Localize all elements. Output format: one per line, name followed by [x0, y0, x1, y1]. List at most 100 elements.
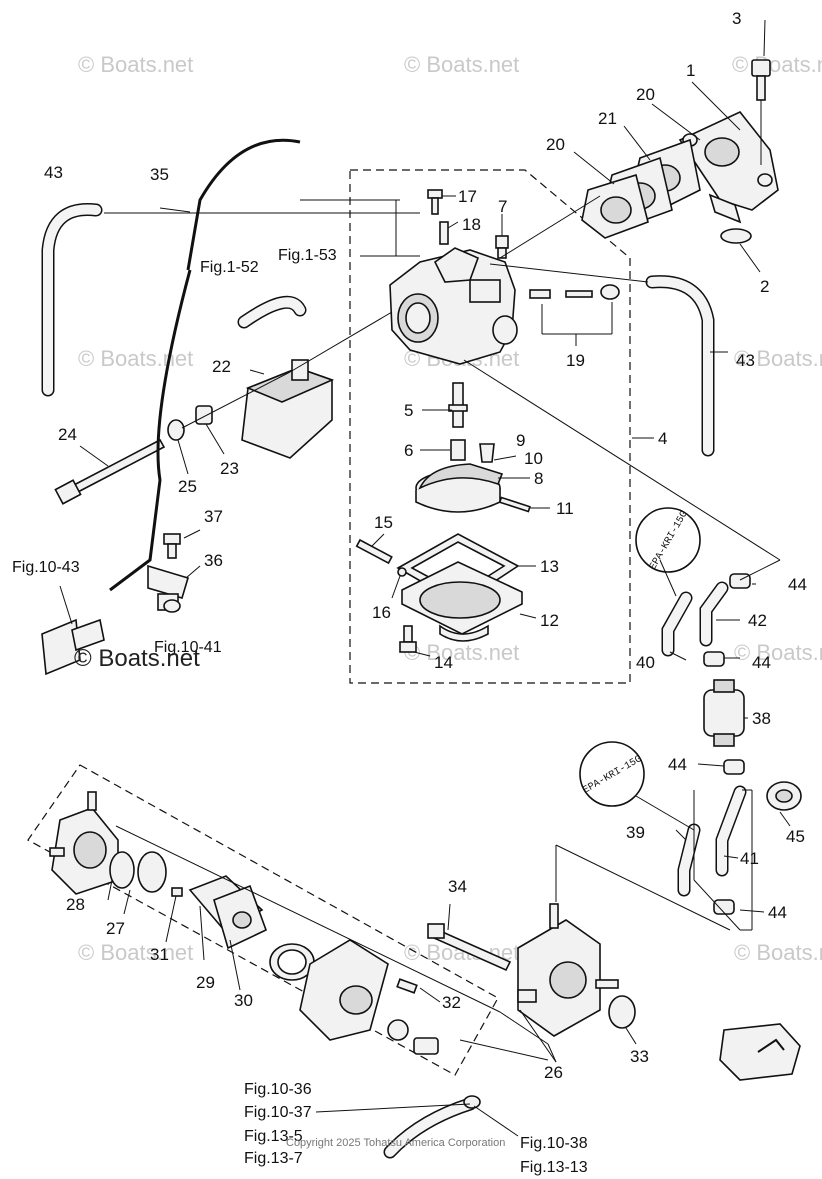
- part-label-30: 30: [234, 991, 253, 1010]
- part-label-29: 29: [196, 973, 215, 992]
- epa-label-lower: EPA-KRI-15G: [579, 741, 645, 807]
- watermark-text: © Boats.net: [734, 346, 822, 371]
- fig-ref-10-36: Fig.10-36: [244, 1081, 312, 1098]
- float-bowl-screw: [399, 625, 417, 653]
- part-label-45: 45: [786, 827, 805, 846]
- fig-ref-10-37: Fig.10-37: [244, 1104, 312, 1121]
- float: [415, 463, 504, 513]
- part-label-44-b: 44: [752, 653, 771, 672]
- part-label-36: 36: [204, 551, 223, 570]
- grommet-small: [163, 599, 181, 613]
- pilot-screw: [355, 538, 393, 565]
- figure-references: Fig.1-52 Fig.1-53 Fig.10-43 Fig.10-41 Fi…: [12, 247, 588, 1176]
- intake-silencer: [241, 359, 335, 459]
- watermark-text: © Boats.net: [404, 640, 519, 665]
- watermark-text: © Boats.net: [404, 52, 519, 77]
- part-label-14: 14: [434, 653, 453, 672]
- carb-screw: [427, 189, 443, 215]
- silencer-bolt: [54, 438, 166, 505]
- choke-cable-lower: [109, 269, 192, 592]
- epa-label-upper: EPA-KRI-15G: [635, 507, 701, 573]
- part-label-44-d: 44: [768, 903, 787, 922]
- pump-bolt: [427, 923, 512, 972]
- float-pin: [498, 496, 531, 513]
- float-bowl: [401, 561, 523, 642]
- part-label-10: 10: [524, 449, 543, 468]
- part-label-16: 16: [372, 603, 391, 622]
- part-label-27: 27: [106, 919, 125, 938]
- leader-lines: [59, 19, 791, 1137]
- part-label-17: 17: [458, 187, 477, 206]
- o-ring: [720, 228, 752, 244]
- part-label-6: 6: [404, 441, 413, 460]
- part-label-44-c: 44: [668, 755, 687, 774]
- float-needle: [479, 443, 495, 463]
- part-label-13: 13: [540, 557, 559, 576]
- part-label-43-left: 43: [44, 163, 63, 182]
- o-ring: [608, 995, 636, 1029]
- part-label-9: 9: [516, 431, 525, 450]
- part-label-4: 4: [658, 429, 667, 448]
- o-ring: [397, 567, 407, 577]
- hose-clamp: [723, 759, 745, 775]
- diaphragm: [109, 851, 167, 893]
- fig-ref-1-52: Fig.1-52: [200, 259, 259, 276]
- fuel-filter: [703, 679, 745, 747]
- fuel-pump-cover: [49, 791, 119, 895]
- part-label-18: 18: [462, 215, 481, 234]
- fuel-pump-assembly-boundary: [27, 764, 499, 1076]
- main-jet: [450, 439, 466, 461]
- hose-clamp: [463, 1095, 481, 1109]
- carburetor-assembly-boundary: [349, 169, 631, 684]
- pump-screw-32: [396, 978, 418, 994]
- fuel-connector: [41, 618, 105, 676]
- carburetor-gasket: [581, 173, 649, 239]
- part-label-20-left: 20: [546, 135, 565, 154]
- part-label-5: 5: [404, 401, 413, 420]
- fig-ref-13-7: Fig.13-7: [244, 1150, 303, 1167]
- part-label-42: 42: [748, 611, 767, 630]
- fig-ref-13-5: Fig.13-5: [244, 1128, 303, 1145]
- part-label-37: 37: [204, 507, 223, 526]
- part-label-19: 19: [566, 351, 585, 370]
- part-label-11: 11: [556, 499, 574, 518]
- watermark-text: © Boats.net: [78, 346, 193, 371]
- main-nozzle: [448, 382, 468, 428]
- choke-cable: [186, 138, 301, 271]
- part-label-23: 23: [220, 459, 239, 478]
- fig-ref-13-13: Fig.13-13: [520, 1159, 588, 1176]
- part-label-25: 25: [178, 477, 197, 496]
- part-label-38: 38: [752, 709, 771, 728]
- part-label-33: 33: [630, 1047, 649, 1066]
- fig-ref-1-53: Fig.1-53: [278, 247, 337, 264]
- part-number-labels: 1 2 3 4 5 6 7 8 9 10 11 12 13 14 15 16 1…: [44, 9, 807, 1082]
- part-label-1: 1: [686, 61, 695, 80]
- hose-clamp: [703, 651, 725, 667]
- valve-inset: [719, 1023, 801, 1081]
- fuel-pump-assembly: [517, 903, 619, 1037]
- watermark-text: © Boats.net: [734, 940, 822, 965]
- part-label-40: 40: [636, 653, 655, 672]
- part-label-41: 41: [740, 849, 759, 868]
- part-label-21: 21: [598, 109, 617, 128]
- grommet: [766, 781, 802, 811]
- part-label-7: 7: [498, 197, 507, 216]
- watermark-text: © Boats.net: [732, 52, 822, 77]
- part-label-20-right: 20: [636, 85, 655, 104]
- fig-ref-10-41: Fig.10-41: [154, 639, 222, 656]
- part-label-44-a: 44: [788, 575, 807, 594]
- part-label-22: 22: [212, 357, 231, 376]
- watermark-dark-text: © Boats.net: [74, 645, 200, 672]
- watermark-text: © Boats.net: [734, 640, 822, 665]
- part-label-32: 32: [442, 993, 461, 1012]
- hose-clamp: [713, 899, 735, 915]
- bracket-screw: [163, 533, 181, 559]
- part-label-2: 2: [760, 277, 769, 296]
- part-label-28: 28: [66, 895, 85, 914]
- pump-spring: [269, 943, 315, 981]
- part-label-31: 31: [150, 945, 169, 964]
- part-label-8: 8: [534, 469, 543, 488]
- copyright-text: Copyright 2025 Tohatsu America Corporati…: [286, 1137, 505, 1149]
- intake-manifold: [678, 111, 779, 224]
